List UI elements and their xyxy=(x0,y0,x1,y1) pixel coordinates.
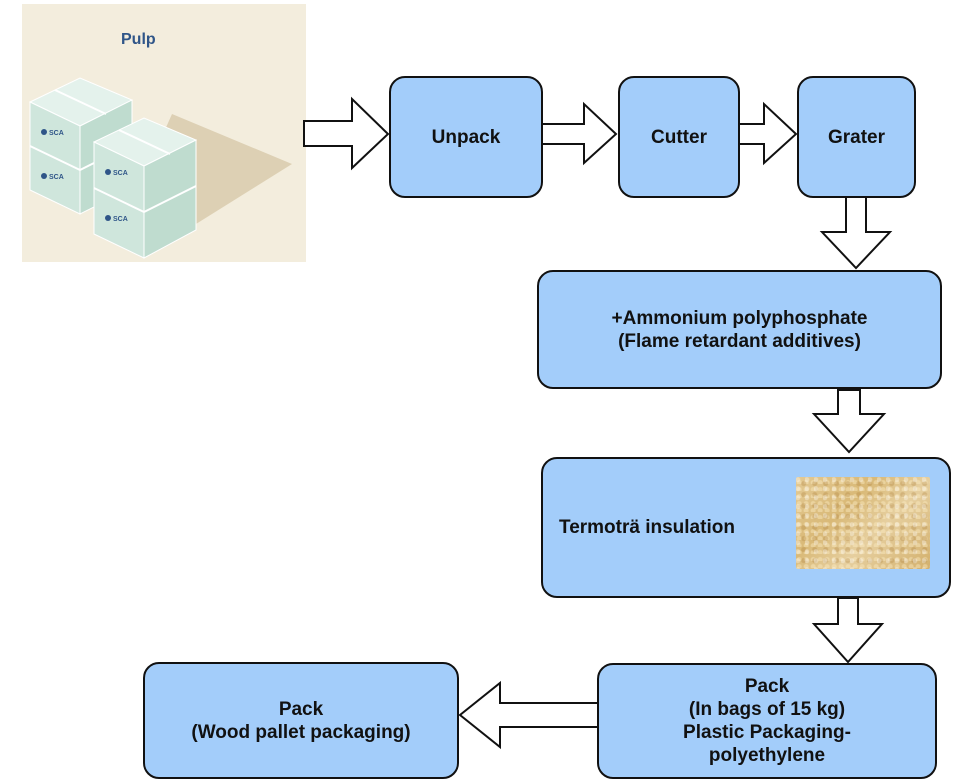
arrow-additive-to-insulation xyxy=(811,389,887,454)
cutter-step: Cutter xyxy=(618,76,740,198)
arrow-pulp-to-unpack xyxy=(303,96,390,171)
pack-bags-step: Pack (In bags of 15 kg) Plastic Packagin… xyxy=(597,663,937,779)
pulp-bales-illustration: SCA SCA SCA SCA xyxy=(28,77,292,259)
pack-bags-label-line2: (In bags of 15 kg) xyxy=(688,699,846,720)
pack-pallet-label-line2: (Wood pallet packaging) xyxy=(191,721,411,743)
pack-pallet-label-line1: Pack xyxy=(278,698,324,720)
grater-label: Grater xyxy=(827,126,886,148)
additive-label-line1: +Ammonium polyphosphate xyxy=(611,307,868,329)
bale-label: SCA xyxy=(113,216,128,223)
additive-step: +Ammonium polyphosphate (Flame retardant… xyxy=(537,270,942,389)
arrow-cutter-to-grater xyxy=(737,101,798,166)
arrow-grater-to-additive xyxy=(819,195,893,270)
pack-bags-label-line3: Plastic Packaging- xyxy=(683,722,851,743)
pulp-image: SCA SCA SCA SCA Pulp xyxy=(22,4,306,262)
arrow-insulation-to-pack xyxy=(811,597,885,664)
insulation-label: Termoträ insulation xyxy=(559,517,735,538)
unpack-step: Unpack xyxy=(389,76,543,198)
bale-label: SCA xyxy=(113,170,128,177)
bale-label: SCA xyxy=(49,174,64,181)
arrow-pack-to-pallet xyxy=(458,680,601,750)
pulp-title: Pulp xyxy=(121,31,156,48)
pack-pallet-step: Pack (Wood pallet packaging) xyxy=(143,662,459,779)
pack-bags-label-line4: polyethylene xyxy=(708,745,826,766)
insulation-sample-image xyxy=(796,477,930,569)
bale-label: SCA xyxy=(49,130,64,137)
unpack-label: Unpack xyxy=(431,126,501,148)
grater-step: Grater xyxy=(797,76,916,198)
cutter-label: Cutter xyxy=(651,126,707,148)
additive-label-line2: (Flame retardant additives) xyxy=(618,330,861,352)
arrow-unpack-to-cutter xyxy=(541,101,618,166)
pack-bags-label-line1: Pack xyxy=(744,676,790,697)
